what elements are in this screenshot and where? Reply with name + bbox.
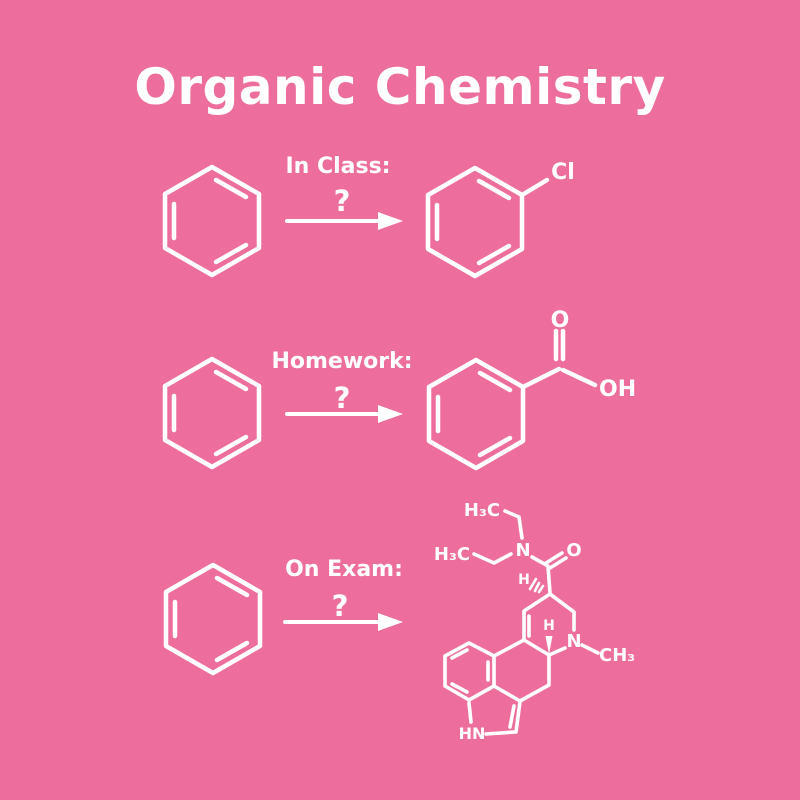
benzene-structure [162,356,262,470]
c-cl-bond [519,177,550,198]
amide-n-label: N [515,540,530,561]
row3-reaction-arrow [283,613,403,631]
cl-label: Cl [551,160,575,185]
row1-label: In Class: [285,154,390,179]
double-bond [172,575,250,663]
ethyl-left-bonds [472,552,513,565]
ring-b-double-bond [508,704,516,729]
bold-wedge [545,636,553,654]
carbonyl-o-label: O [566,540,581,561]
c-o-double-bond [553,328,566,362]
ethyl-top-bonds [503,509,524,540]
hydroxyl-label: OH [599,377,636,402]
row2-question-mark: ? [334,381,351,415]
h3c-top-label: H₃C [464,500,500,521]
ring-b [467,700,522,736]
c-o-double-bond [544,551,568,570]
row-on-exam: On Exam: ? H₃C H₃C N O H [163,500,635,743]
double-bond [171,177,249,265]
chlorobenzene-structure: Cl [425,160,575,279]
page-title: Organic Chemistry [134,58,665,116]
ring-c [492,638,551,703]
double-bond [435,370,513,458]
ch3-label: CH₃ [599,645,635,666]
hashed-wedge [528,577,545,594]
benzene-structure [162,164,262,278]
row3-label: On Exam: [285,557,403,582]
c-oh-bond [560,367,598,388]
wedge-h-label: H [543,618,555,634]
row-in-class: In Class: ? Cl [162,154,575,279]
benzene-structure [163,562,263,676]
row1-reaction-arrow [285,212,403,230]
row1-question-mark: ? [334,184,351,218]
ring-to-carboxyl-bond [520,366,562,390]
hn-label: HN [459,724,486,743]
double-bond [171,369,249,457]
ring-n-label: N [566,631,581,652]
ring-a-double-bonds [450,648,490,694]
hashed-h-label: H [518,572,530,588]
row2-label: Homework: [271,349,412,374]
carbonyl-o-label: O [551,308,570,333]
row-homework: Homework: ? O OH [162,308,636,471]
row3-question-mark: ? [332,589,349,623]
ring-a [443,641,496,702]
h3c-left-label: H₃C [434,544,470,565]
double-bond [434,178,512,266]
n-to-carbonyl-bond [530,555,552,595]
row2-reaction-arrow [285,405,403,423]
n-ch3-bond [580,643,600,655]
benzoic-acid-structure: O OH [426,308,636,471]
lsd-structure: H₃C H₃C N O H N CH₃ H HN [434,500,635,743]
